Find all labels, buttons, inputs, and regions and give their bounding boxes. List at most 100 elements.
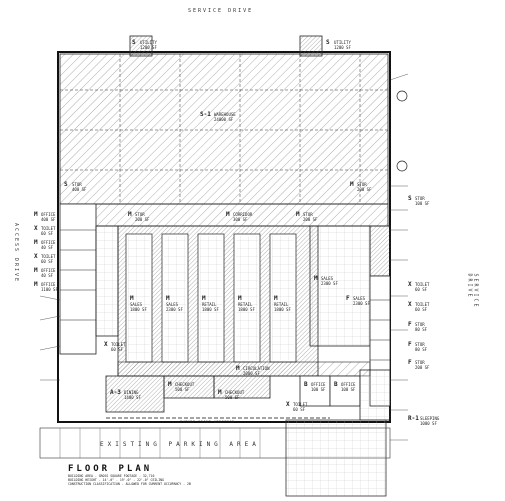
- room-tag: F: [408, 341, 412, 348]
- warehouse-area: [59, 53, 389, 205]
- room-tag: X: [408, 281, 412, 288]
- grid-bubbles: [396, 90, 408, 172]
- room-name: STOR: [303, 212, 313, 217]
- room-area: 1800 SF: [202, 307, 219, 312]
- checkout-2: [213, 375, 271, 399]
- room-area: 24000 SF: [214, 117, 234, 122]
- room-tag: M: [238, 295, 242, 302]
- left-room-walls: [60, 229, 96, 321]
- room-name: OFFICE: [341, 382, 356, 387]
- room-area: 1800 SF: [274, 307, 291, 312]
- room-area: 1100 SF: [41, 287, 58, 292]
- room-area: 200 SF: [357, 187, 372, 192]
- left-restroom-core: [95, 225, 119, 337]
- parking-stall-lines: [59, 428, 261, 458]
- room-area: 60 SF: [415, 287, 428, 292]
- room-area: 100 SF: [341, 387, 356, 392]
- parking-label: EXISTING PARKING AREA: [100, 441, 260, 448]
- room-area: 60 SF: [41, 259, 54, 264]
- office-bottom-1: [299, 375, 331, 407]
- room-name: STOR: [415, 360, 425, 365]
- column-grid: [60, 54, 388, 204]
- room-name: CHECKOUT: [225, 390, 245, 395]
- room-name: TOILET: [293, 402, 308, 407]
- room-tag: M: [350, 181, 354, 188]
- title-block: FLOOR PLAN BUILDING AREA - GROSS SQUARE …: [68, 464, 318, 487]
- room-name: SALES: [130, 302, 143, 307]
- room-name: SALES: [166, 302, 179, 307]
- room-tag: M: [166, 295, 170, 302]
- room-name: UTILITY: [140, 40, 157, 45]
- room-tag: S: [132, 39, 136, 46]
- room-name: OFFICE: [41, 240, 56, 245]
- room-tag: M: [34, 267, 38, 274]
- room-name: STOR: [415, 196, 425, 201]
- office-bottom-2: [329, 375, 361, 407]
- room-tag: M: [296, 211, 300, 218]
- future-addition-label: FUTURE FRONT ADDITION: [180, 420, 235, 424]
- room-tag: M: [202, 295, 206, 302]
- room-area: 400 SF: [72, 187, 87, 192]
- room-name: STOR: [72, 182, 82, 187]
- room-tag: X: [104, 341, 108, 348]
- utility-room-right: [299, 35, 323, 57]
- room-name: SALES: [321, 276, 334, 281]
- room-name: TOILET: [415, 302, 430, 307]
- room-tag: M: [128, 211, 132, 218]
- room-area: 2300 SF: [353, 301, 370, 306]
- shelving-fill: [128, 236, 294, 360]
- room-area: 100 SF: [415, 201, 430, 206]
- parking-area: [39, 427, 391, 459]
- room-name: OFFICE: [41, 212, 56, 217]
- room-name: OFFICE: [41, 268, 56, 273]
- room-area: 2300 SF: [321, 281, 338, 286]
- sleeping-room: [359, 369, 391, 421]
- room-area: 100 SF: [311, 387, 326, 392]
- room-area: 80 SF: [415, 327, 428, 332]
- room-tag: M: [218, 389, 222, 396]
- room-name: RETAIL: [238, 302, 253, 307]
- drawing-title: FLOOR PLAN: [68, 464, 153, 474]
- room-tag: R-1: [408, 415, 419, 422]
- title-note: BUILDING HEIGHT - 14'-0" - 19'-0" - 22'-…: [68, 478, 164, 483]
- room-area: 40 SF: [41, 245, 54, 250]
- room-name: RETAIL: [274, 302, 289, 307]
- room-tag: X: [286, 401, 290, 408]
- room-name: OFFICE: [41, 282, 56, 287]
- room-name: STOR: [415, 322, 425, 327]
- room-tag: M: [226, 211, 230, 218]
- room-name: TOILET: [41, 254, 56, 259]
- room-tag: M: [130, 295, 134, 302]
- room-name: WAREHOUSE: [214, 112, 236, 117]
- room-tag: S: [408, 195, 412, 202]
- room-tag: B: [334, 381, 338, 388]
- room-tag: M: [34, 281, 38, 288]
- room-area: 80 SF: [415, 347, 428, 352]
- room-name: SALES: [353, 296, 366, 301]
- room-area: 40 SF: [41, 273, 54, 278]
- room-area: 2300 SF: [166, 307, 183, 312]
- room-tag: F: [408, 321, 412, 328]
- room-area: 300 SF: [233, 217, 248, 222]
- room-tag: M: [34, 239, 38, 246]
- room-area: 60 SF: [111, 347, 124, 352]
- room-area: 60 SF: [41, 231, 54, 236]
- room-area: 60 SF: [293, 407, 306, 412]
- room-area: 200 SF: [415, 365, 430, 370]
- room-name: STOR: [357, 182, 367, 187]
- room-tag: M: [168, 381, 172, 388]
- room-tag: F: [346, 295, 350, 302]
- right-street-label: SERVICE DRIVE: [466, 273, 479, 309]
- room-area: 1000 SF: [420, 421, 437, 426]
- room-area: 2000 SF: [243, 371, 260, 376]
- utility-room-left: [129, 35, 153, 57]
- room-area: 400 SF: [41, 217, 56, 222]
- room-tag: F: [408, 359, 412, 366]
- room-name: RETAIL: [202, 302, 217, 307]
- room-tag: S: [64, 181, 68, 188]
- room-tag: X: [34, 253, 38, 260]
- room-area: 500 SF: [175, 387, 190, 392]
- dining-room: [105, 375, 165, 413]
- left-rooms: [59, 203, 97, 355]
